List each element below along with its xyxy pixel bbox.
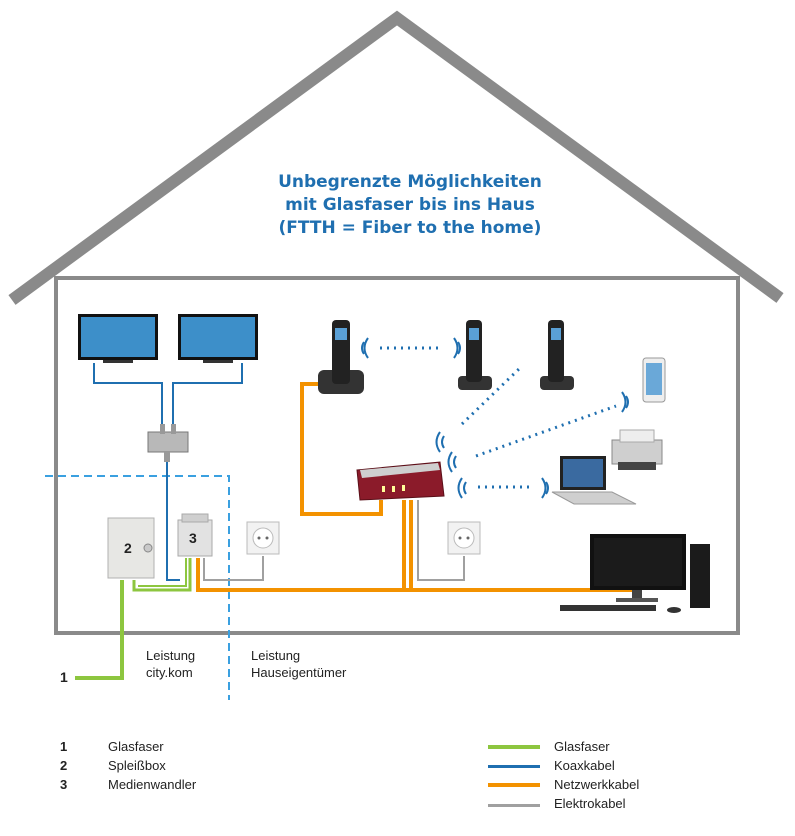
media-converter — [177, 513, 213, 557]
power-socket-right — [447, 521, 481, 555]
fiber-cable-splice-to-converter-2 — [138, 558, 187, 587]
house-roof — [8, 10, 784, 305]
legend-cable-text: Netzwerkkabel — [554, 777, 640, 792]
keyboard — [560, 605, 681, 613]
legend-number: 3 — [60, 777, 68, 792]
wifi-icon-4 — [447, 451, 457, 473]
coax-cable-left-tv — [93, 363, 163, 430]
splice-box — [107, 517, 155, 579]
legend-number: 2 — [60, 758, 68, 773]
legend-number: 1 — [60, 739, 68, 754]
coax-splitter — [147, 424, 189, 462]
diagram-title-line-1: Unbegrenzte Möglichkeiten — [278, 172, 542, 192]
router — [356, 461, 445, 501]
wifi-icon-2 — [453, 337, 461, 359]
media-converter-number: 3 — [189, 530, 197, 546]
dect-base-phone — [318, 320, 364, 394]
dect-handset-2 — [540, 320, 574, 390]
legend-number-text: Glasfaser — [108, 739, 164, 754]
wireless-link-router-smartphone — [475, 404, 617, 458]
wifi-icon-6 — [621, 391, 629, 413]
coax-cable-to-converter — [166, 462, 180, 581]
laptop — [551, 456, 637, 505]
service-citykom-label-1: Leistung — [146, 648, 196, 663]
legend-swatch-power — [488, 804, 540, 807]
power-socket-left — [246, 521, 280, 555]
wifi-icon-1 — [361, 337, 369, 359]
service-boundary-line — [45, 475, 230, 700]
diagram-title-line-2: mit Glasfaser bis ins Haus — [285, 195, 535, 215]
splice-box-number: 2 — [124, 540, 132, 556]
service-citykom-label-2: city.kom — [146, 665, 193, 680]
fiber-cable-splice-to-converter — [132, 558, 192, 592]
desktop-monitor — [590, 534, 686, 602]
legend-swatch-fiber — [488, 745, 540, 749]
wifi-icon-7 — [541, 477, 549, 499]
network-cable-router-to-phone — [300, 382, 383, 516]
legend-cable-text: Koaxkabel — [554, 758, 615, 773]
legend-number-text: Medienwandler — [108, 777, 197, 792]
tv-right — [178, 314, 258, 363]
tv-left — [78, 314, 158, 363]
printer — [611, 429, 663, 470]
house-walls — [54, 276, 740, 635]
wifi-icon-5 — [457, 477, 467, 499]
fiber-entry-number: 1 — [60, 669, 68, 685]
wifi-icon-3 — [435, 431, 445, 453]
fiber-cable-entry — [75, 580, 124, 680]
legend-swatch-network — [488, 783, 540, 787]
coax-cable-right-tv — [172, 363, 243, 430]
legend-number-text: Spleißbox — [108, 758, 166, 773]
smartphone — [642, 357, 666, 403]
power-cable-router — [417, 500, 465, 581]
legend-swatch-coax — [488, 765, 540, 768]
legend-cable-text: Glasfaser — [554, 739, 610, 754]
power-cable-converter — [203, 556, 264, 581]
desktop-tower — [690, 544, 710, 608]
service-owner-label-1: Leistung — [251, 648, 301, 663]
diagram-title-line-3: (FTTH = Fiber to the home) — [278, 218, 542, 238]
service-owner-label-2: Hauseigentümer — [251, 665, 347, 680]
dect-handset-1 — [458, 320, 492, 390]
legend-cable-text: Elektrokabel — [554, 796, 626, 811]
